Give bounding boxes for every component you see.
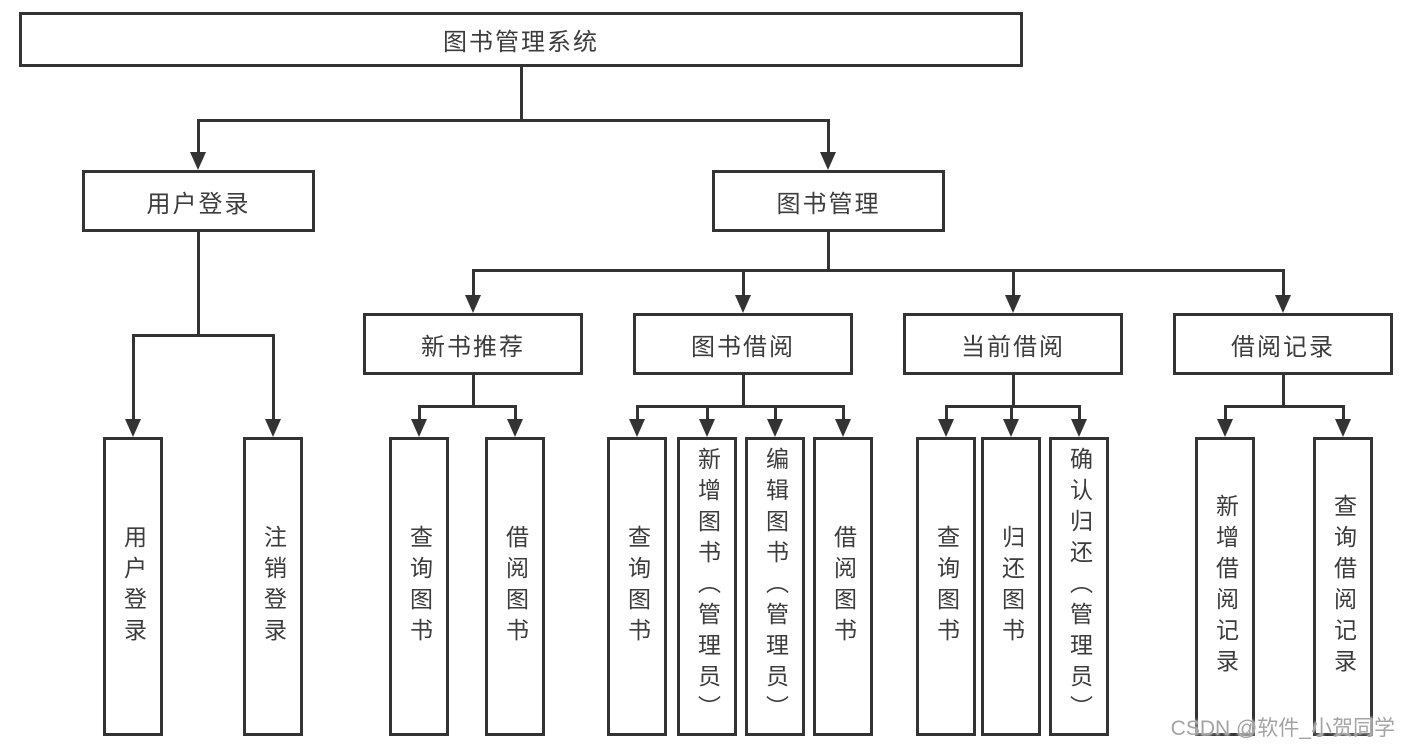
- edge-drop-current-borrowing: [1012, 269, 1015, 298]
- node-book-management: 图书管理: [712, 170, 945, 232]
- edge-new-book-recommend-stem: [472, 375, 475, 406]
- leaf-add-borrow-record: 新增借阅记录: [1195, 437, 1255, 736]
- arrowhead-leaf-user-login-icon: [125, 419, 141, 437]
- leaf-add-books-admin: 新增图书（管理员）: [677, 437, 737, 736]
- leaf-edit-books-admin-label: 编辑图书（管理员）: [762, 447, 789, 726]
- arrowhead-new-book-recommend-icon: [465, 295, 481, 313]
- edge-drop-query-books-3: [945, 405, 948, 422]
- arrowhead-add-books-admin-icon: [699, 419, 715, 437]
- edge-drop-leaf-logout: [272, 334, 275, 422]
- leaf-edit-books-admin: 编辑图书（管理员）: [745, 437, 805, 736]
- leaf-query-borrow-record: 查询借阅记录: [1313, 437, 1373, 736]
- edge-drop-query-books-1: [418, 405, 421, 422]
- node-current-borrowing: 当前借阅: [903, 313, 1123, 375]
- leaf-borrow-books-2: 借阅图书: [813, 437, 873, 736]
- node-book-borrowing-label: 图书借阅: [691, 333, 795, 361]
- node-book-management-label: 图书管理: [776, 190, 881, 218]
- edge-drop-leaf-user-login: [132, 334, 135, 422]
- edge-drop-borrow-books-1: [514, 405, 517, 422]
- edge-borrowing-records-rail: [1224, 405, 1344, 408]
- leaf-logout-label: 注销登录: [260, 524, 287, 649]
- node-new-book-recommend: 新书推荐: [363, 313, 583, 375]
- edge-user-login-rail: [132, 334, 274, 337]
- leaf-logout: 注销登录: [243, 437, 303, 736]
- arrowhead-borrow-books-1-icon: [507, 419, 523, 437]
- leaf-user-login: 用户登录: [103, 437, 163, 736]
- leaf-return-books-label: 归还图书: [998, 524, 1025, 649]
- edge-book-borrowing-rail: [636, 405, 844, 408]
- arrowhead-borrow-books-2-icon: [835, 419, 851, 437]
- leaf-add-books-admin-label: 新增图书（管理员）: [694, 447, 721, 726]
- edge-drop-new-book-recommend: [472, 269, 475, 298]
- leaf-query-books-1: 查询图书: [389, 437, 449, 736]
- edge-new-book-recommend-rail: [418, 405, 517, 408]
- edge-drop-edit-books-admin: [774, 405, 777, 422]
- edge-drop-user-login: [197, 119, 200, 155]
- node-root-label: 图书管理系统: [443, 29, 599, 56]
- arrowhead-add-borrow-record-icon: [1217, 419, 1233, 437]
- arrowhead-edit-books-admin-icon: [767, 419, 783, 437]
- arrowhead-borrowing-records-icon: [1275, 295, 1291, 313]
- leaf-user-login-label: 用户登录: [120, 524, 147, 649]
- leaf-confirm-return-admin-label: 确认归还（管理员）: [1066, 447, 1093, 726]
- leaf-query-books-1-label: 查询图书: [406, 524, 433, 649]
- leaf-query-books-3-label: 查询图书: [933, 524, 960, 649]
- node-borrowing-records-label: 借阅记录: [1231, 333, 1335, 361]
- edge-drop-return-books: [1010, 405, 1013, 422]
- edge-drop-confirm-return-admin: [1078, 405, 1081, 422]
- arrowhead-book-management-icon: [820, 152, 836, 170]
- edge-drop-borrow-books-2: [842, 405, 845, 422]
- arrowhead-leaf-logout-icon: [265, 419, 281, 437]
- arrowhead-query-books-3-icon: [938, 419, 954, 437]
- arrowhead-query-books-2-icon: [629, 419, 645, 437]
- leaf-query-books-3: 查询图书: [916, 437, 976, 736]
- edge-drop-borrowing-records: [1282, 269, 1285, 298]
- arrowhead-query-borrow-record-icon: [1335, 419, 1351, 437]
- leaf-add-borrow-record-label: 新增借阅记录: [1212, 493, 1239, 680]
- leaf-borrow-books-2-label: 借阅图书: [830, 524, 857, 649]
- arrowhead-current-borrowing-icon: [1005, 295, 1021, 313]
- watermark-text: CSDN @软件_小贺同学: [1170, 717, 1395, 740]
- edge-root-stem: [520, 67, 523, 120]
- node-user-login: 用户登录: [82, 170, 315, 232]
- edge-level2-rail: [197, 119, 830, 122]
- leaf-borrow-books-1: 借阅图书: [485, 437, 545, 736]
- arrowhead-query-books-1-icon: [411, 419, 427, 437]
- edge-drop-book-management: [827, 119, 830, 155]
- edge-borrowing-records-stem: [1282, 375, 1285, 406]
- edge-drop-query-books-2: [636, 405, 639, 422]
- edge-current-borrowing-stem: [1012, 375, 1015, 406]
- edge-drop-query-borrow-record: [1342, 405, 1345, 422]
- edge-level3-rail: [472, 269, 1284, 272]
- arrowhead-book-borrowing-icon: [735, 295, 751, 313]
- node-new-book-recommend-label: 新书推荐: [421, 333, 525, 361]
- node-root: 图书管理系统: [19, 12, 1023, 67]
- edge-drop-book-borrowing: [742, 269, 745, 298]
- arrowhead-confirm-return-admin-icon: [1071, 419, 1087, 437]
- edge-drop-add-borrow-record: [1224, 405, 1227, 422]
- node-user-login-label: 用户登录: [146, 190, 251, 218]
- leaf-confirm-return-admin: 确认归还（管理员）: [1049, 437, 1109, 736]
- node-book-borrowing: 图书借阅: [633, 313, 853, 375]
- leaf-query-borrow-record-label: 查询借阅记录: [1330, 493, 1357, 680]
- arrowhead-user-login-icon: [190, 152, 206, 170]
- node-current-borrowing-label: 当前借阅: [961, 333, 1065, 361]
- leaf-query-books-2: 查询图书: [607, 437, 667, 736]
- node-borrowing-records: 借阅记录: [1173, 313, 1393, 375]
- leaf-query-books-2-label: 查询图书: [624, 524, 651, 649]
- leaf-borrow-books-1-label: 借阅图书: [502, 524, 529, 649]
- edge-book-borrowing-stem: [742, 375, 745, 406]
- edge-book-management-stem: [827, 232, 830, 270]
- edge-user-login-stem: [197, 232, 200, 335]
- edge-drop-add-books-admin: [706, 405, 709, 422]
- leaf-return-books: 归还图书: [981, 437, 1041, 736]
- arrowhead-return-books-icon: [1003, 419, 1019, 437]
